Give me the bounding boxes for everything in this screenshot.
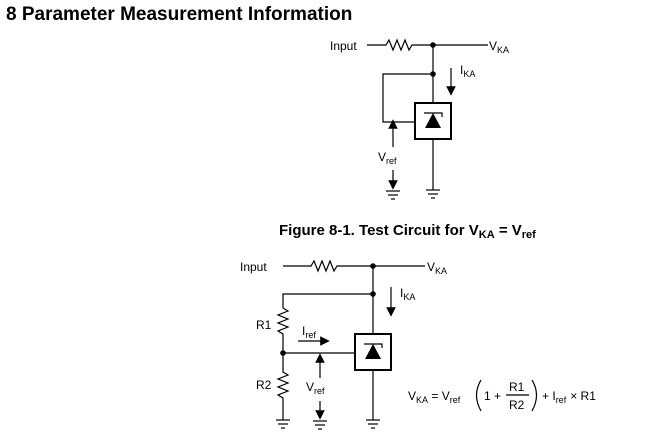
fig2-vref-label: Vref (306, 380, 325, 396)
equation-rhs: + Iref× R1 (542, 389, 596, 405)
fig1-regulator-symbol (425, 113, 441, 128)
fig2-vka-label: VKA (427, 260, 447, 276)
fig2-r2-resistor (276, 353, 290, 420)
fig1-ika-label: IKA (460, 63, 475, 79)
fig2-r2-ground-icon (276, 419, 290, 429)
fig1-vka-label: VKA (489, 39, 509, 55)
fig2-divider-wire (282, 293, 373, 308)
vka-equation: VKA = Vref 1 + R1 R2 + Iref× R1 (408, 379, 596, 412)
fig2-input-label: Input (240, 260, 267, 274)
equation-fraction-denominator: R2 (509, 398, 525, 412)
fig2-vref-ground-icon (313, 420, 327, 430)
section-title: 8 Parameter Measurement Information (6, 4, 353, 25)
fig2-r2-label: R2 (256, 378, 272, 392)
equation-one-plus: 1 + (484, 389, 501, 403)
fig2-regulator-symbol (365, 344, 381, 359)
fig2-ika-label: IKA (400, 286, 415, 302)
fig2-r1-resistor (276, 307, 290, 353)
equation-fraction-numerator: R1 (509, 380, 525, 394)
equation-lhs: VKA = Vref (408, 389, 461, 405)
fig2-input-resistor (283, 259, 425, 273)
fig1-regulator-bar (424, 112, 443, 117)
fig1-ground-icon (426, 189, 440, 199)
figure-8-1-circuit: Input VKA IKA V (330, 38, 509, 200)
fig1-vref-label: Vref (378, 150, 397, 166)
fig1-input-resistor (367, 38, 488, 52)
fig1-input-label: Input (330, 39, 357, 53)
fig2-iref-label: Iref (302, 324, 316, 340)
figure-8-2-circuit: Input VKA IKA R1 Iref R2 (240, 259, 447, 430)
fig1-ref-feedback-wire (382, 73, 433, 123)
fig2-r1-label: R1 (256, 318, 272, 332)
fig1-vref-ground-icon (386, 190, 400, 200)
equation-right-paren (531, 379, 538, 412)
fig2-regulator-bar (364, 343, 383, 348)
figure-8-1-caption: Figure 8-1. Test Circuit for VKA = Vref (279, 222, 536, 241)
equation-left-paren (475, 379, 482, 412)
fig2-ground-icon (366, 419, 380, 429)
